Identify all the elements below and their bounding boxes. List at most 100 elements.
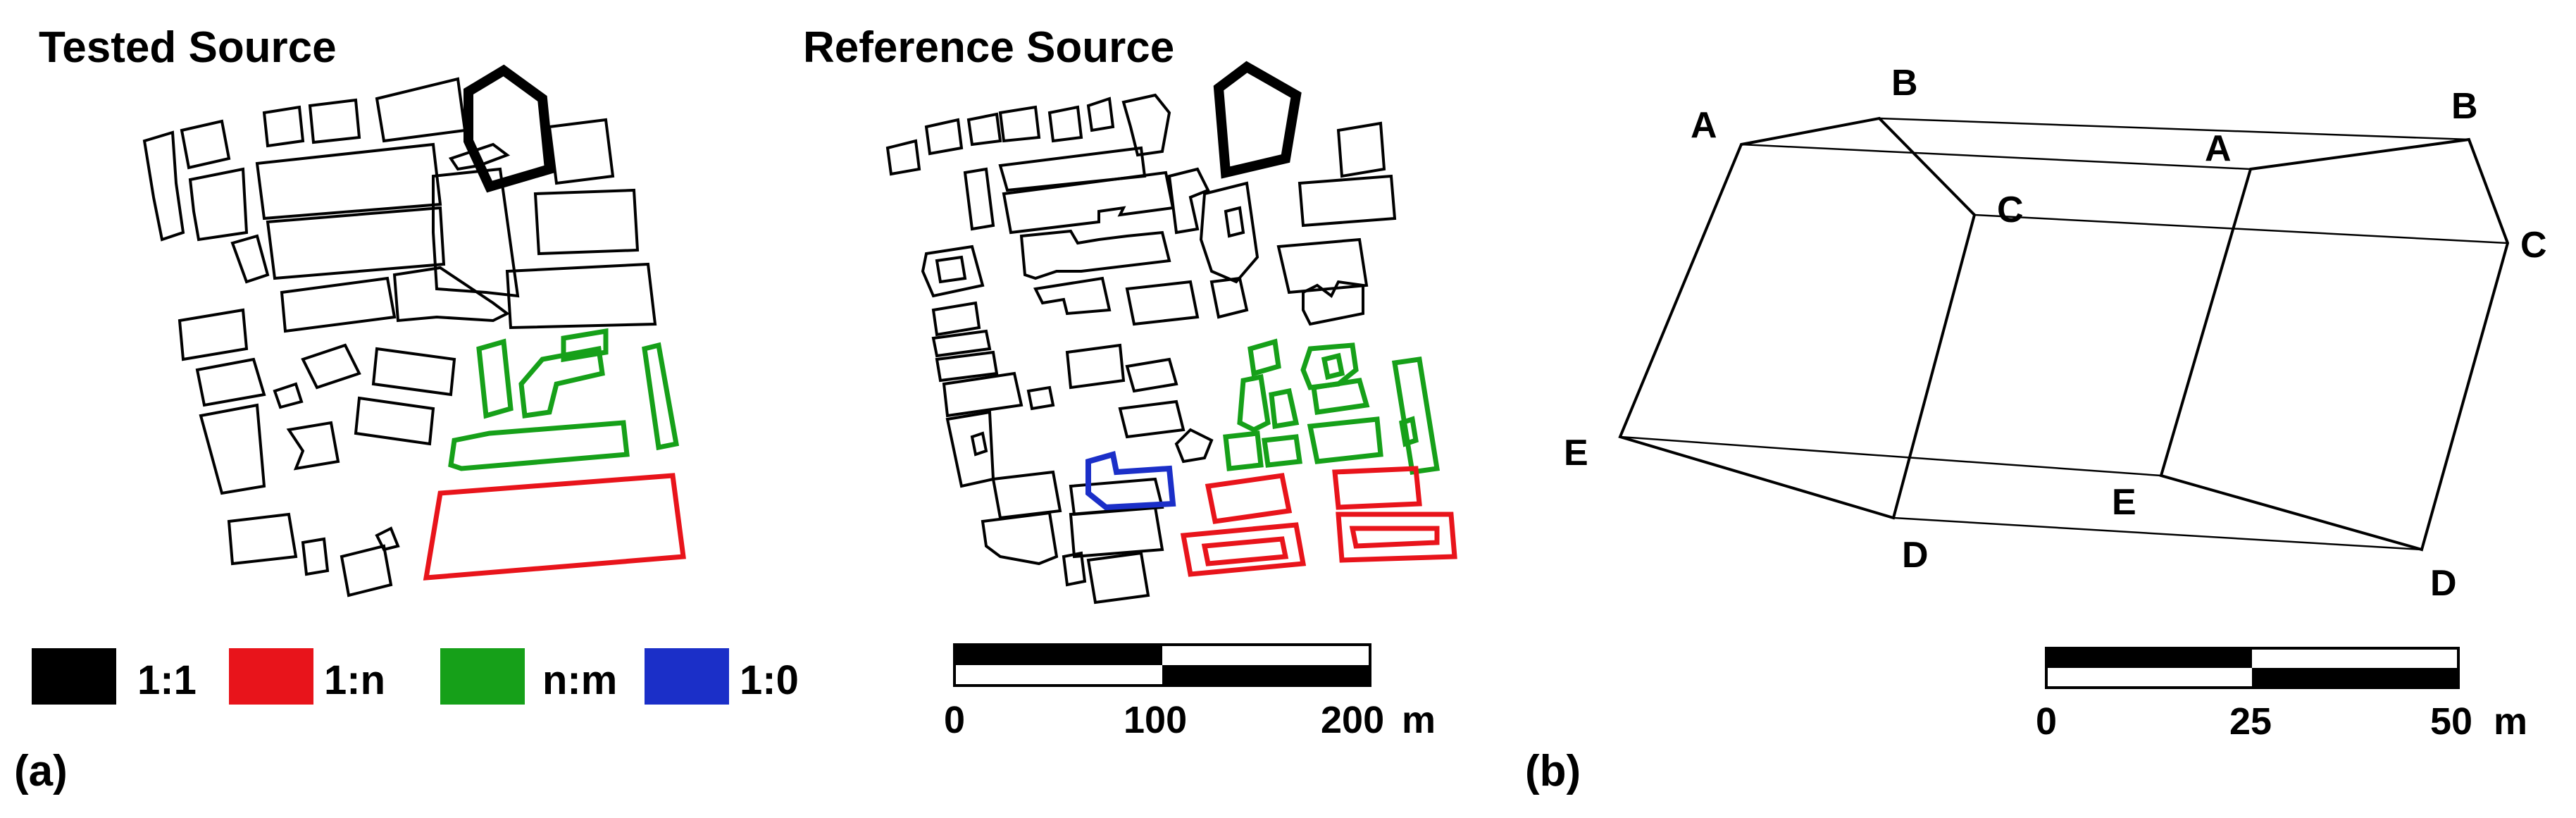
scale-bar-segment [1162,665,1370,686]
match-n-m-building [1237,373,1271,433]
building [1167,167,1210,235]
vertex-label-e-back: E [2112,482,2136,523]
reference-red-buildings [1180,466,1457,577]
building [1118,399,1186,439]
match-1-n-building [1180,522,1307,577]
vertex-label-e-front: E [1564,433,1588,473]
scale-tick-100: 100 [1124,699,1187,741]
building [1125,280,1200,326]
match-1-n-building [1201,536,1289,566]
scale-unit: m [1402,699,1436,741]
building [1047,105,1083,143]
legend-swatch-n-m [440,648,525,705]
match-n-m-building [1321,352,1345,380]
building [931,301,981,337]
building [935,255,967,284]
match-1-1-building [463,64,555,193]
building [195,357,266,407]
vertex-label-c-back: C [2520,225,2547,266]
legend-swatch-1-0 [645,648,729,705]
building [354,396,435,446]
building [273,382,304,409]
building [885,139,921,176]
building [1086,97,1115,132]
tested-green-buildings [448,328,680,471]
match-1-1-building [1213,61,1302,179]
building [1065,343,1126,390]
reference-source-title: Reference Source [803,23,1174,72]
scale-tick-200: 200 [1321,699,1384,741]
edge-a [1741,143,2251,171]
building [1002,171,1175,235]
building [199,403,266,495]
legend-swatch-1-n [229,648,313,705]
building [1086,551,1150,605]
building [178,308,249,361]
building [375,526,400,552]
match-n-m-building [642,342,680,451]
match-1-n-building [1205,473,1293,524]
building [1069,477,1164,516]
building [963,167,995,231]
building [301,343,361,390]
building [432,167,520,298]
building [280,276,397,333]
building [924,118,964,156]
vertex-label-c-front: C [1997,190,2024,230]
tested-source-map: Tested Source [39,23,686,597]
legend-label-1-n: 1:n [324,657,385,703]
scale-tick-25: 25 [2229,700,2272,743]
building [981,511,1059,566]
building [547,118,615,185]
building [1062,551,1087,587]
edge-d [1893,516,2422,551]
match-n-m-building [561,328,609,363]
back-face [2159,137,2510,552]
building [1276,237,1369,295]
legend: 1:1 1:n n:m 1:0 [32,648,799,705]
edge-b [1879,117,2470,141]
match-n-m-building [448,420,630,471]
building [266,206,446,280]
building [942,371,1023,418]
building [180,119,231,170]
edge-e [1619,435,2162,477]
building [301,537,330,576]
edge-c [1974,213,2508,244]
reference-source-map: Reference Source [803,23,1457,605]
scale-tick-0: 0 [2036,700,2057,743]
reference-green-buildings [1223,338,1441,475]
building [448,142,511,171]
building [991,470,1062,520]
building [1019,229,1171,280]
building [286,421,340,471]
building [1174,428,1214,464]
building [533,188,640,256]
scale-bar-b: 0 25 50 m [2036,647,2527,743]
scale-tick-50: 50 [2430,700,2472,743]
vertex-label-b-front: B [1891,63,1918,104]
panel-label-b: (b) [1525,747,1581,795]
building [188,167,249,242]
panel-label-a: (a) [14,747,68,795]
building [935,350,999,383]
scale-bar-segment [2252,668,2458,688]
building [1125,357,1178,393]
scale-tick-0: 0 [944,699,965,741]
building [371,347,456,397]
building [1069,505,1164,559]
match-n-m-building [1269,388,1300,430]
building [262,105,305,148]
building [1121,93,1171,157]
legend-label-1-1: 1:1 [137,657,197,703]
match-n-m-building [1307,416,1383,464]
building [1199,181,1259,284]
match-1-n-building [1349,526,1440,549]
match-n-m-building [518,345,605,419]
vertex-label-d-front: D [1902,535,1929,576]
building [375,77,467,143]
match-1-n-building [1332,466,1422,510]
legend-swatch-1-1 [32,648,116,705]
building [921,244,985,298]
